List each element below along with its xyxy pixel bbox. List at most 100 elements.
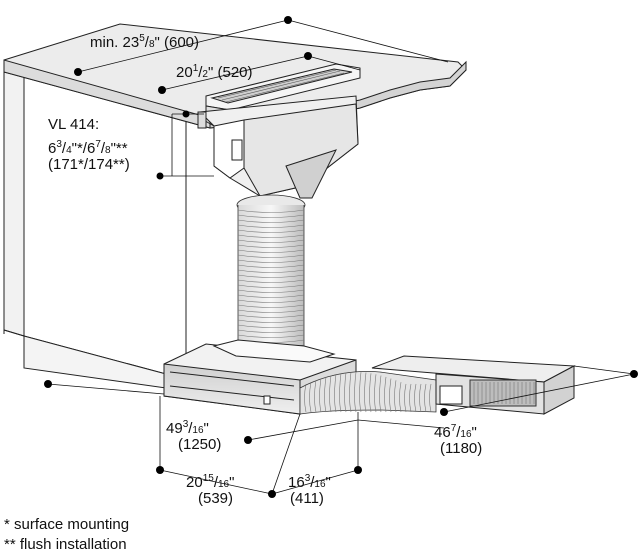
dim-duct-span-den: 16 bbox=[192, 425, 204, 436]
duct-rib bbox=[329, 375, 332, 413]
dim-duct-span-metric: (1250) bbox=[178, 436, 222, 453]
duct-rib bbox=[237, 224, 305, 228]
duct-rib bbox=[237, 304, 305, 308]
dim-fan-length: 467/16" bbox=[434, 423, 477, 441]
dim-unit-width: 201/2" (520) bbox=[176, 63, 253, 81]
duct-rib bbox=[237, 324, 305, 328]
dim-counter-depth-num: 5 bbox=[139, 33, 145, 44]
dim-fan-length-num: 7 bbox=[450, 423, 457, 434]
dim-dot bbox=[158, 86, 166, 94]
duct-rib bbox=[237, 269, 305, 273]
dim-dot bbox=[268, 490, 276, 498]
dim-duct-span-whole: 49 bbox=[166, 420, 183, 437]
dim-counter-depth-den: 8 bbox=[148, 39, 155, 50]
duct-rib bbox=[379, 375, 382, 413]
dim-counter-depth-unit: " bbox=[154, 34, 160, 51]
duct-rib bbox=[237, 234, 305, 238]
dim-dot bbox=[304, 52, 312, 60]
duct-rib bbox=[237, 319, 305, 323]
duct-rib bbox=[334, 374, 337, 413]
dimension-lines bbox=[47, 19, 635, 495]
duct-rib bbox=[237, 284, 305, 288]
duct-rib bbox=[237, 209, 305, 213]
dim-counter-depth-whole: min. 23 bbox=[90, 34, 140, 51]
dim-base-depth: 163/16" bbox=[288, 473, 331, 491]
dim-dot bbox=[284, 16, 292, 24]
dim-counter-depth: min. 235/8" (600) bbox=[90, 33, 200, 51]
dim-base-width-num: 15 bbox=[202, 473, 214, 484]
dim-base-width-whole: 20 bbox=[186, 474, 203, 491]
dimension-markers bbox=[44, 16, 638, 498]
dim-fan-length-metric: (1180) bbox=[440, 440, 483, 457]
duct-rib bbox=[374, 374, 377, 413]
duct-rib bbox=[319, 378, 322, 413]
dim-base-depth-whole: 16 bbox=[288, 474, 305, 491]
dim-dot bbox=[630, 370, 638, 378]
dim-unit-width-num: 1 bbox=[192, 63, 199, 74]
duct-rib bbox=[414, 383, 417, 413]
legend-surface-mounting: * surface mounting bbox=[4, 516, 130, 533]
dim-dot bbox=[44, 380, 52, 388]
duct-rib bbox=[237, 249, 305, 253]
dim-vl414-metric: (171*/174**) bbox=[48, 156, 130, 173]
duct-rib bbox=[409, 383, 412, 413]
dim-dot bbox=[74, 68, 82, 76]
duct-rib bbox=[237, 279, 305, 283]
duct-rib bbox=[359, 372, 362, 413]
dim-fan-length-whole: 46 bbox=[434, 424, 451, 441]
duct-rib bbox=[419, 383, 422, 413]
duct-rib bbox=[237, 329, 305, 333]
dim-base-width-den: 16 bbox=[217, 479, 230, 490]
vl414-a-whole: 6 bbox=[48, 140, 57, 157]
dim-dot bbox=[182, 110, 190, 118]
dim-unit-width-den: 2 bbox=[202, 69, 208, 80]
dim-dot bbox=[244, 436, 252, 444]
duct-rib bbox=[237, 214, 305, 218]
duct-rib bbox=[237, 219, 305, 223]
dim-duct-span: 493/16" bbox=[166, 419, 209, 437]
duct-rib bbox=[304, 383, 307, 413]
duct-rib bbox=[237, 309, 305, 313]
dim-dot bbox=[156, 172, 164, 180]
dim-duct-span-unit: " bbox=[203, 420, 209, 437]
duct-rib bbox=[237, 294, 305, 298]
duct-rib bbox=[339, 373, 342, 413]
duct-rib bbox=[349, 372, 352, 413]
dim-dot bbox=[440, 408, 448, 416]
duct-rib bbox=[237, 264, 305, 268]
dim-base-depth-num: 3 bbox=[304, 473, 311, 484]
dim-counter-depth-metric: (600) bbox=[164, 34, 200, 51]
dim-base-depth-den: 16 bbox=[314, 479, 326, 490]
vl414-a-den: 4 bbox=[66, 145, 72, 156]
duct-rib bbox=[309, 382, 312, 413]
duct-rib bbox=[344, 372, 347, 413]
vertical-duct bbox=[236, 194, 306, 355]
dim-unit-width-metric: (520) bbox=[217, 64, 253, 81]
duct-rib bbox=[237, 259, 305, 263]
legend-flush-installation: ** flush installation bbox=[4, 536, 127, 553]
dim-dot bbox=[354, 466, 362, 474]
dim-base-depth-metric: (411) bbox=[290, 490, 324, 507]
duct-rib bbox=[404, 383, 407, 413]
dim-unit-width-unit: " bbox=[207, 64, 214, 81]
duct-rib bbox=[324, 376, 327, 413]
duct-rib bbox=[314, 380, 317, 413]
duct-rib bbox=[394, 380, 397, 413]
duct-rib bbox=[237, 289, 305, 293]
duct-rib bbox=[237, 314, 305, 318]
duct-rib bbox=[364, 372, 367, 413]
fan-box bbox=[371, 355, 576, 415]
vl414-b-den: 8 bbox=[105, 145, 111, 156]
duct-rib bbox=[429, 383, 432, 413]
vl414-b-num: 7 bbox=[95, 139, 101, 150]
duct-rib bbox=[354, 371, 357, 413]
duct-rib bbox=[237, 254, 305, 258]
duct-rib bbox=[237, 274, 305, 278]
dim-base-width: 2015/16" bbox=[186, 473, 235, 491]
dim-fan-length-den: 16 bbox=[460, 429, 472, 440]
duct-rib bbox=[424, 383, 427, 413]
dim-duct-span-num: 3 bbox=[182, 419, 189, 430]
dim-fan-length-unit: " bbox=[471, 424, 477, 441]
